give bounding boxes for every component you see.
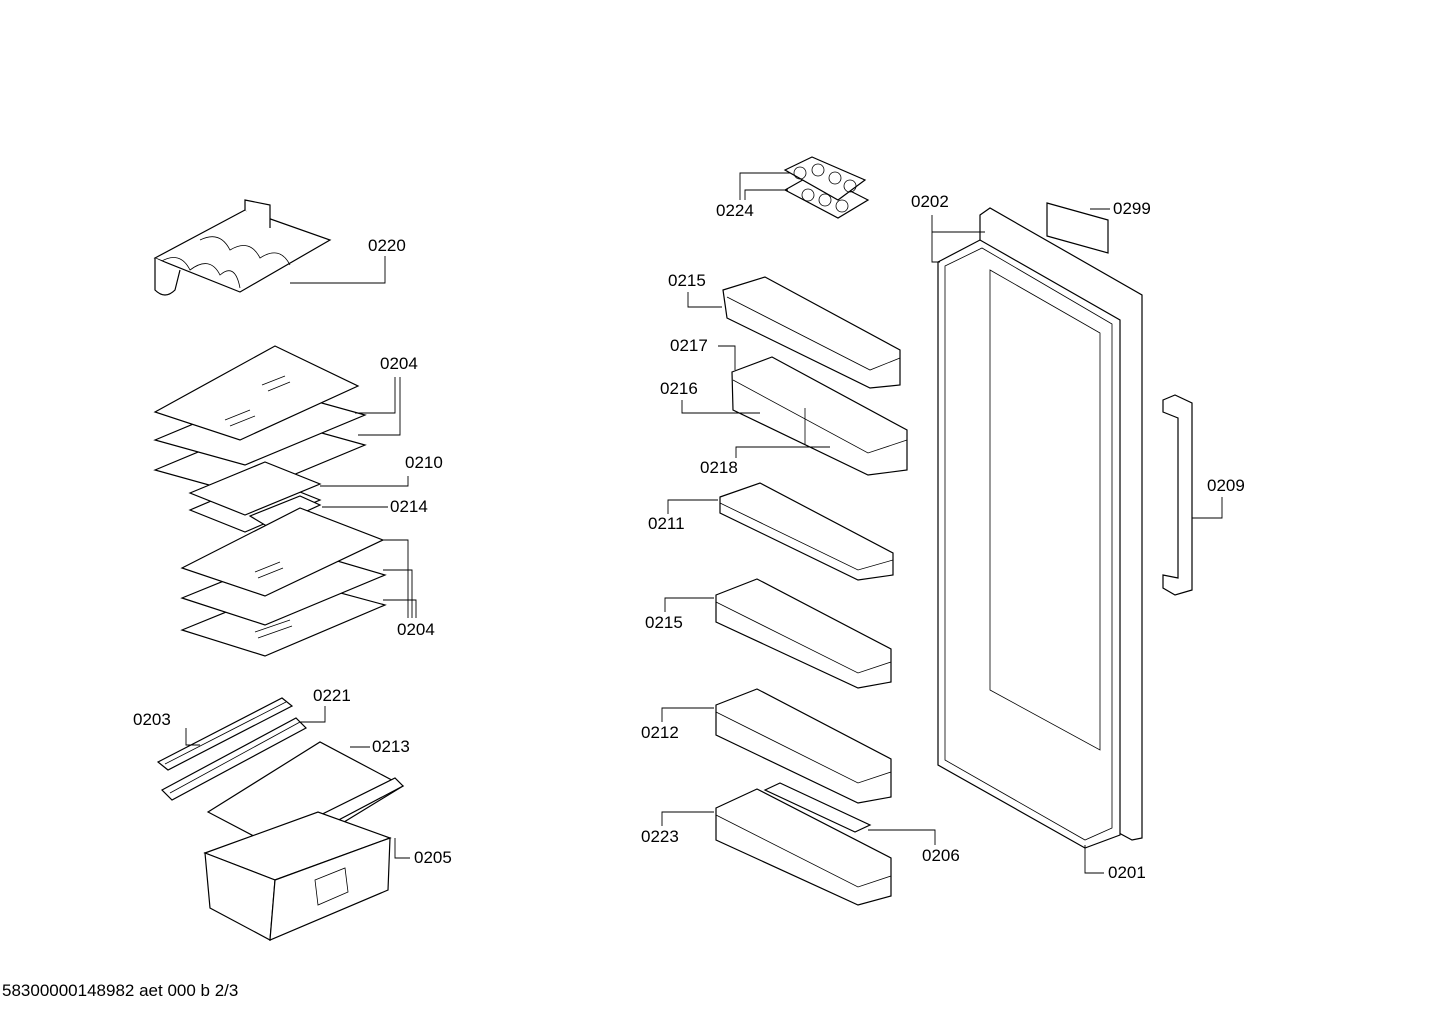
callout-0211: 0211 (648, 514, 685, 533)
part-glass-shelves-lower (180, 507, 387, 657)
callout-0206: 0206 (922, 846, 960, 865)
callout-0203: 0203 (133, 710, 171, 729)
part-small-shelf-tray (188, 461, 322, 533)
callout-0224: 0224 (716, 201, 754, 220)
callout-0215-lower: 0215 (645, 613, 683, 632)
callout-0205: 0205 (414, 848, 452, 867)
part-glass-shelves-upper (153, 345, 367, 496)
callout-0221: 0221 (313, 686, 351, 705)
callout-0218: 0218 (700, 458, 738, 477)
callout-0204-upper: 0204 (380, 354, 418, 373)
callout-0201: 0201 (1108, 863, 1146, 882)
part-bottle-rack (153, 199, 332, 296)
callout-0217: 0217 (670, 336, 708, 355)
callout-0216: 0216 (660, 379, 698, 398)
callout-0214: 0214 (390, 497, 428, 516)
callout-0220: 0220 (368, 236, 406, 255)
part-door (937, 202, 1143, 849)
callout-0213: 0213 (372, 737, 410, 756)
callout-0223: 0223 (641, 827, 679, 846)
callout-0210: 0210 (405, 453, 443, 472)
leader-lines (185, 172, 1223, 874)
part-door-bins (715, 276, 908, 906)
drawing-reference-footer: 58300000148982 aet 000 b 2/3 (2, 981, 239, 1000)
callout-0204-lower: 0204 (397, 620, 435, 639)
callout-0202: 0202 (911, 192, 949, 211)
callout-0212: 0212 (641, 723, 679, 742)
part-egg-trays (783, 156, 870, 219)
part-crisper-drawer (203, 811, 392, 941)
part-door-handle (1162, 394, 1193, 596)
callout-0215-upper: 0215 (668, 271, 706, 290)
part-crisper-strips (156, 697, 307, 801)
callout-0299: 0299 (1113, 199, 1151, 218)
callout-0209: 0209 (1207, 476, 1245, 495)
